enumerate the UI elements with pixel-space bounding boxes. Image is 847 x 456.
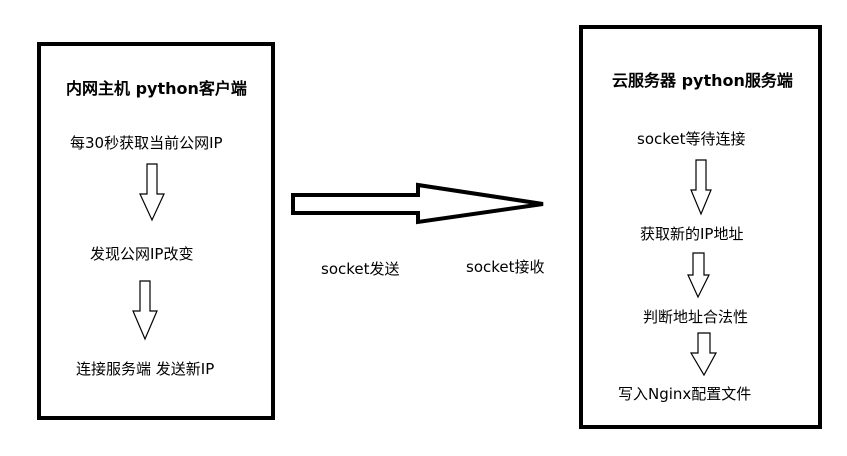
client-step-1: 每30秒获取当前公网IP [70,134,223,152]
down-arrow-icon [687,252,710,299]
client-title: 内网主机 python客户端 [66,79,247,98]
socket-send-label: socket发送 [321,260,400,278]
server-step-3: 判断地址合法性 [643,308,749,326]
socket-receive-label: socket接收 [466,258,545,276]
server-step-4: 写入Nginx配置文件 [618,385,752,403]
right-arrow-icon [291,182,544,225]
down-arrow-icon [139,163,165,222]
server-step-1: socket等待连接 [637,130,746,148]
server-title: 云服务器 python服务端 [612,71,793,90]
client-step-2: 发现公网IP改变 [90,245,194,263]
down-arrow-icon [689,332,718,377]
down-arrow-icon [690,159,712,216]
client-box [37,42,275,420]
down-arrow-icon [132,280,158,341]
client-step-3: 连接服务端 发送新IP [76,360,215,378]
server-step-2: 获取新的IP地址 [640,225,744,243]
